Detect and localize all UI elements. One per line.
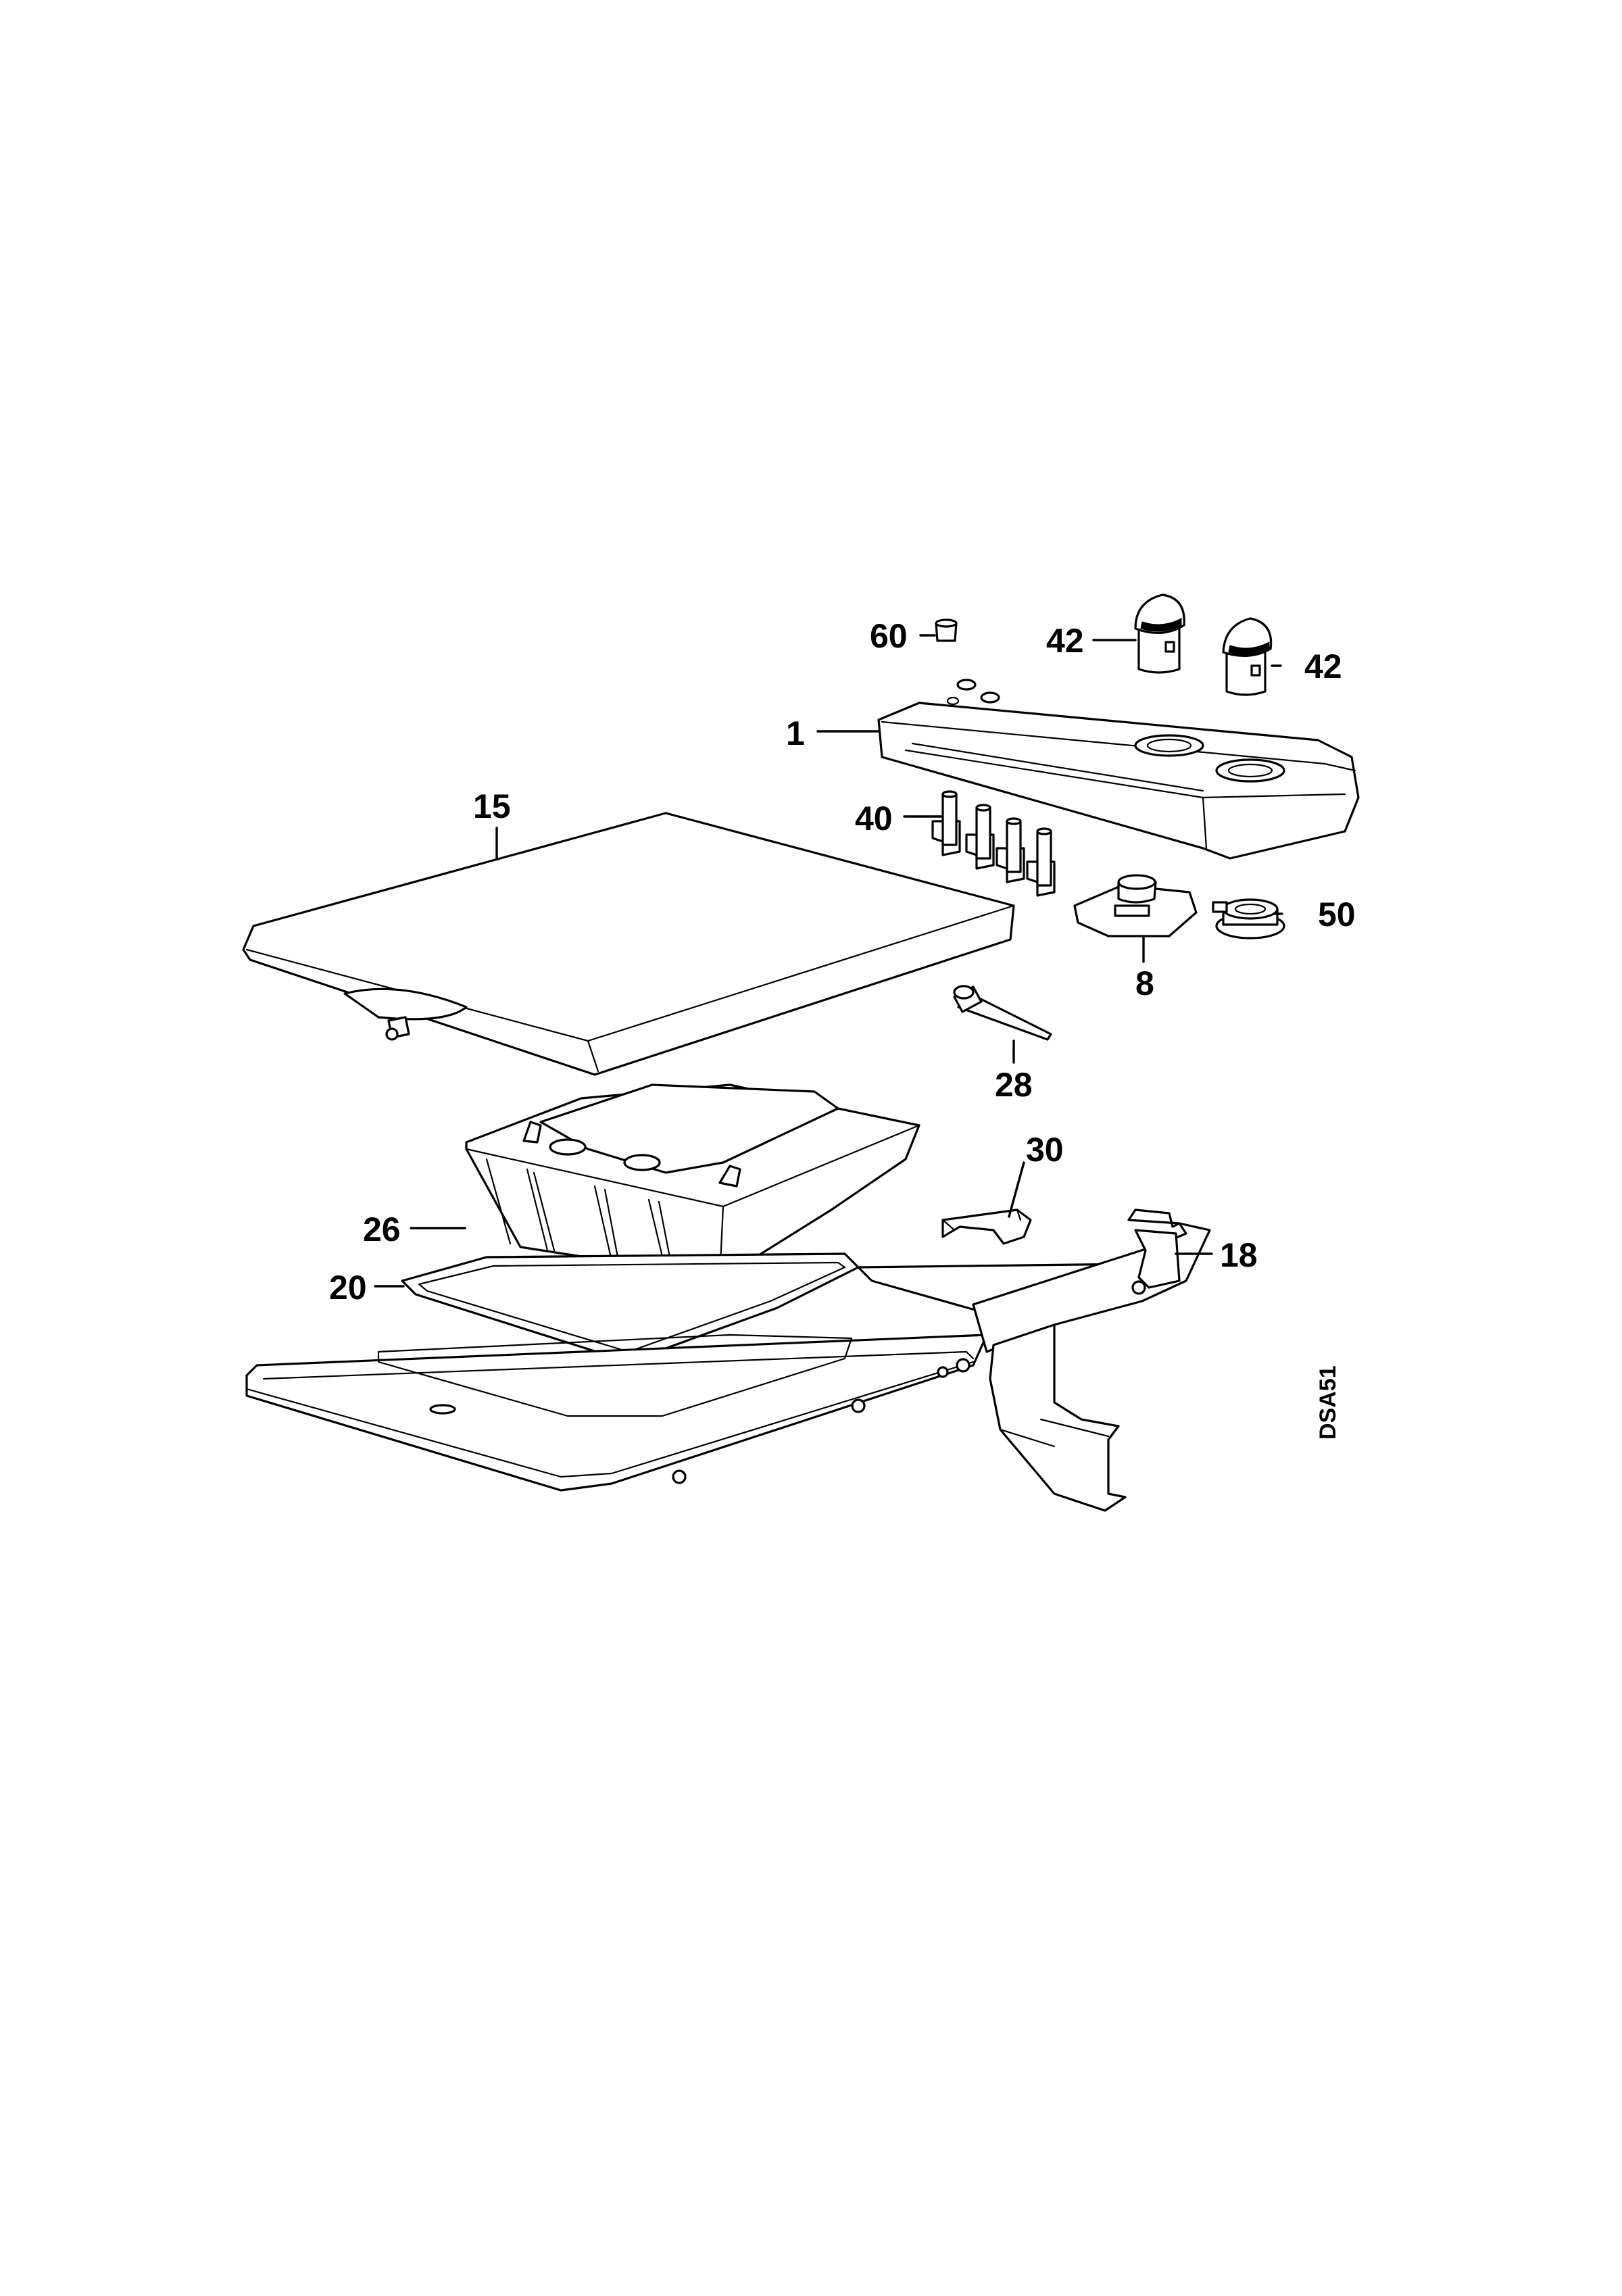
detergent-drawer-part-26 xyxy=(465,1083,920,1279)
pushbuttons-part-40 xyxy=(931,790,1056,897)
knob-part-42-right xyxy=(1222,617,1273,696)
drawing-code: DSA51 xyxy=(1315,1365,1341,1440)
clip-part-30 xyxy=(941,1208,1032,1245)
callout-42-right: 42 xyxy=(1304,648,1342,685)
callout-28: 28 xyxy=(995,1066,1033,1104)
callout-50: 50 xyxy=(1318,896,1356,933)
selector-part-50 xyxy=(1212,898,1285,939)
plate-part-8 xyxy=(1073,874,1198,937)
callout-8: 8 xyxy=(1135,964,1154,1002)
callout-15: 15 xyxy=(473,787,511,825)
callout-18: 18 xyxy=(1220,1236,1258,1274)
callout-1: 1 xyxy=(786,714,805,752)
leader-lines xyxy=(374,634,1283,1288)
knob-part-42-left xyxy=(1134,593,1185,674)
shaft-part-28 xyxy=(953,985,1052,1041)
drawer-housing-part-18 xyxy=(245,1208,1211,1512)
callout-42-left: 42 xyxy=(1046,622,1084,660)
callout-40: 40 xyxy=(855,800,893,837)
callout-26: 26 xyxy=(363,1211,401,1248)
callout-20: 20 xyxy=(329,1269,367,1306)
callout-60: 60 xyxy=(870,617,908,655)
callout-labels: 60 42 42 1 15 40 50 8 28 26 30 18 20 xyxy=(329,617,1356,1306)
gasket-part-20 xyxy=(401,1252,860,1363)
control-panel-part xyxy=(877,679,1360,860)
callout-30: 30 xyxy=(1026,1131,1064,1169)
lid-part-15 xyxy=(242,812,1015,1076)
cap-part-60 xyxy=(935,618,958,642)
